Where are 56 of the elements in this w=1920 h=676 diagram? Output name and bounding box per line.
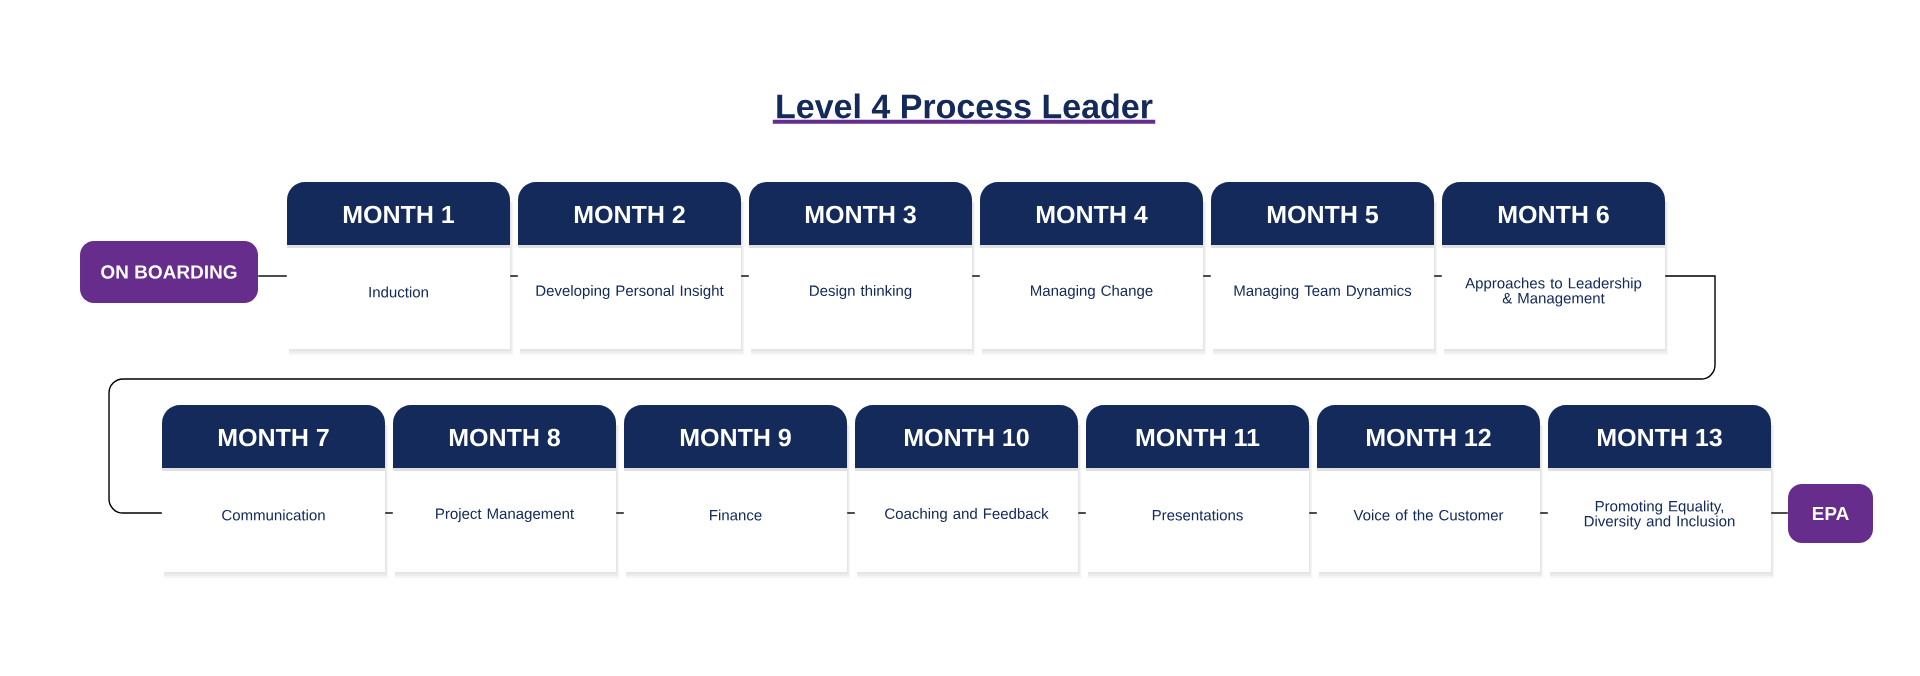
- connector-line: [1202, 275, 1212, 277]
- month-card: [518, 182, 744, 355]
- month-card: [749, 182, 975, 355]
- topic-text: Finance: [710, 509, 762, 521]
- connector-line: [846, 512, 856, 514]
- month-heading: MONTH 11: [1136, 428, 1260, 447]
- connector-line: [384, 512, 394, 514]
- topic-text: Coaching and Feedback: [885, 508, 1049, 522]
- month-heading: MONTH 3: [805, 205, 916, 224]
- month-card: [624, 405, 850, 578]
- month-card: [855, 405, 1081, 578]
- month-heading: MONTH 13: [1598, 428, 1722, 447]
- topic-text: Managing Team Dynamics: [1234, 285, 1412, 299]
- connector-line: [1308, 512, 1318, 514]
- start-end-pill: EPA: [1788, 484, 1873, 543]
- month-heading: MONTH 7: [218, 428, 329, 447]
- connector-line: [1539, 512, 1549, 514]
- connector-line: [257, 275, 288, 277]
- month-card: [162, 405, 388, 578]
- month-heading: MONTH 12: [1367, 428, 1491, 447]
- month-heading: MONTH 4: [1036, 205, 1148, 224]
- month-card: [1317, 405, 1543, 578]
- connector-line: [1433, 275, 1443, 277]
- month-card: [1086, 405, 1312, 578]
- start-end-pill: ON BOARDING: [80, 241, 258, 303]
- month-card: [393, 405, 619, 578]
- connector-line: [1770, 512, 1789, 514]
- topic-text: Approaches to Leadership & Management: [1465, 277, 1642, 307]
- month-card: [1548, 405, 1774, 578]
- topic-text: Design thinking: [810, 285, 912, 299]
- month-card: [1211, 182, 1437, 355]
- month-heading: MONTH 8: [449, 428, 560, 447]
- topic-text: Communication: [222, 509, 325, 521]
- connector-line: [509, 275, 519, 277]
- month-heading: MONTH 6: [1498, 205, 1609, 224]
- month-heading: MONTH 2: [574, 205, 685, 224]
- topic-text: Presentations: [1152, 509, 1243, 521]
- topic-text: Managing Change: [1031, 285, 1153, 299]
- topic-text: Induction: [369, 286, 428, 298]
- connector-line: [1077, 512, 1087, 514]
- month-heading: MONTH 10: [905, 428, 1029, 447]
- month-card: [980, 182, 1206, 355]
- connector-line: [108, 275, 1716, 514]
- topic-text: Voice of the Customer: [1353, 509, 1504, 521]
- month-heading: MONTH 9: [680, 428, 791, 447]
- topic-text: Developing Personal Insight: [536, 285, 724, 299]
- connector-line: [615, 512, 625, 514]
- topic-text: Promoting Equality, Diversity and Inclusion: [1584, 500, 1735, 530]
- month-card: [287, 182, 513, 355]
- title: Level 4 Process Leader: [777, 93, 1153, 119]
- topic-text: Project Management: [436, 508, 574, 522]
- month-heading: MONTH 1: [343, 205, 455, 224]
- connector-line: [971, 275, 981, 277]
- month-card: [1442, 182, 1668, 355]
- connector-line: [740, 275, 750, 277]
- month-heading: MONTH 5: [1267, 205, 1379, 224]
